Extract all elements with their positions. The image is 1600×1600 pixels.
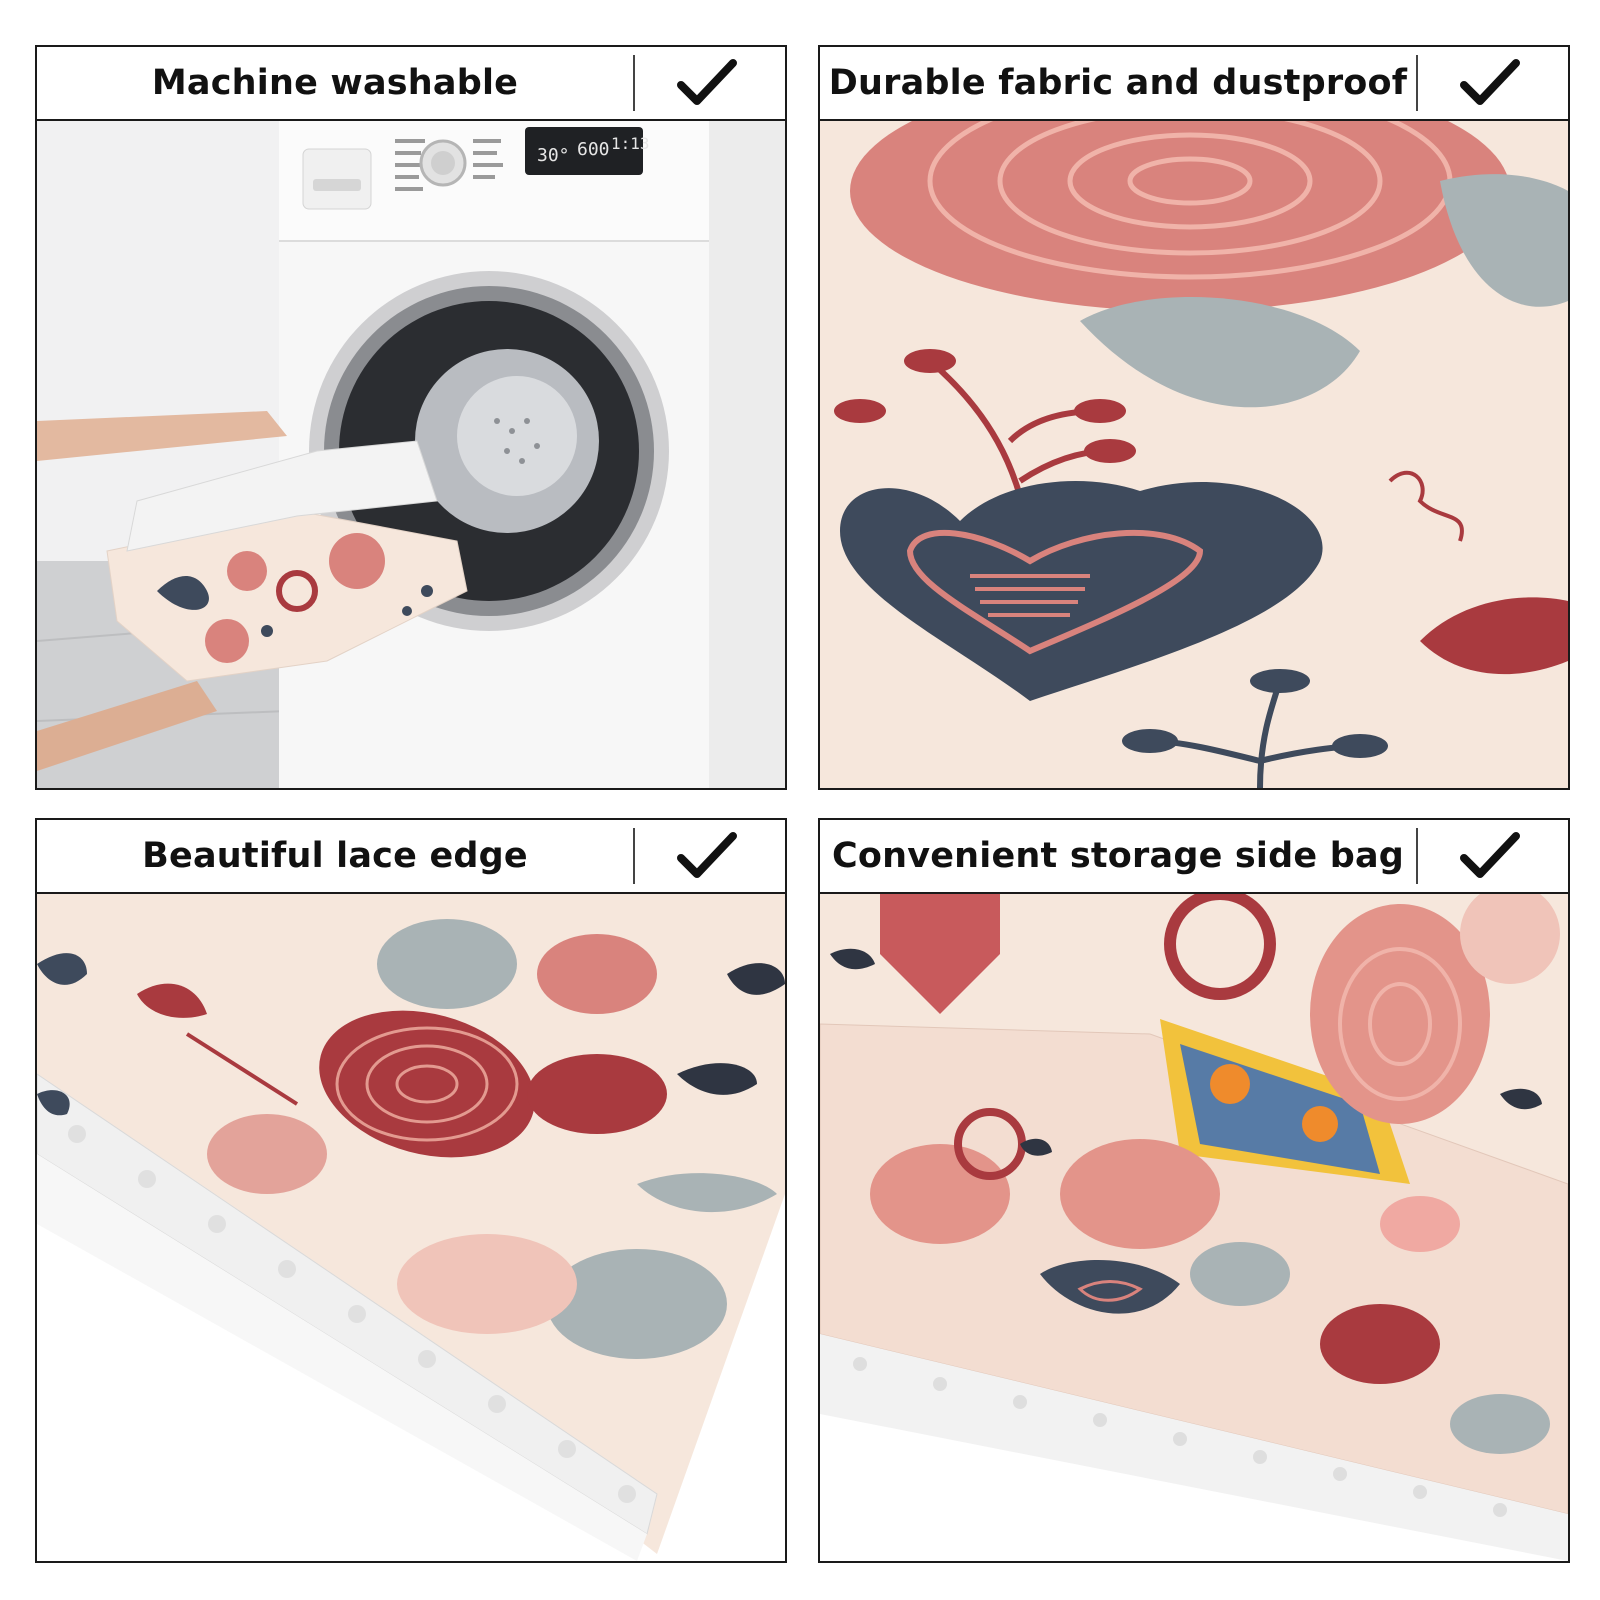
- checkmark-icon: [677, 59, 737, 105]
- panel-title: Machine washable: [151, 63, 519, 103]
- checkmark-icon: [1460, 59, 1520, 105]
- panel-header: Convenient storage side bag: [820, 820, 1568, 894]
- panel-title: Convenient storage side bag: [831, 836, 1405, 876]
- display-temp: 30°: [537, 145, 570, 166]
- fabric-closeup-photo: [820, 121, 1568, 788]
- header-divider: [1416, 55, 1418, 111]
- panel-header: Beautiful lace edge: [37, 820, 785, 894]
- checkmark-icon: [677, 832, 737, 878]
- header-divider: [633, 828, 635, 884]
- checkmark-icon: [1460, 832, 1520, 878]
- panel-header: Machine washable: [37, 47, 785, 121]
- panel-title: Beautiful lace edge: [142, 836, 528, 876]
- display-time: 1:13: [611, 134, 650, 153]
- washing-machine-photo: 30° 600 1:13: [37, 121, 785, 788]
- display-spin: 600: [577, 139, 610, 160]
- header-divider: [1416, 828, 1418, 884]
- feature-panel-durable-fabric: Durable fabric and dustproof: [818, 45, 1570, 790]
- feature-panel-storage-bag: Convenient storage side bag: [818, 818, 1570, 1563]
- header-divider: [633, 55, 635, 111]
- side-bag-photo: [820, 894, 1568, 1561]
- feature-panel-lace-edge: Beautiful lace edge: [35, 818, 787, 1563]
- panel-title: Durable fabric and dustproof: [828, 63, 1408, 103]
- feature-panel-machine-washable: Machine washable: [35, 45, 787, 790]
- lace-edge-photo: [37, 894, 785, 1561]
- panel-header: Durable fabric and dustproof: [820, 47, 1568, 121]
